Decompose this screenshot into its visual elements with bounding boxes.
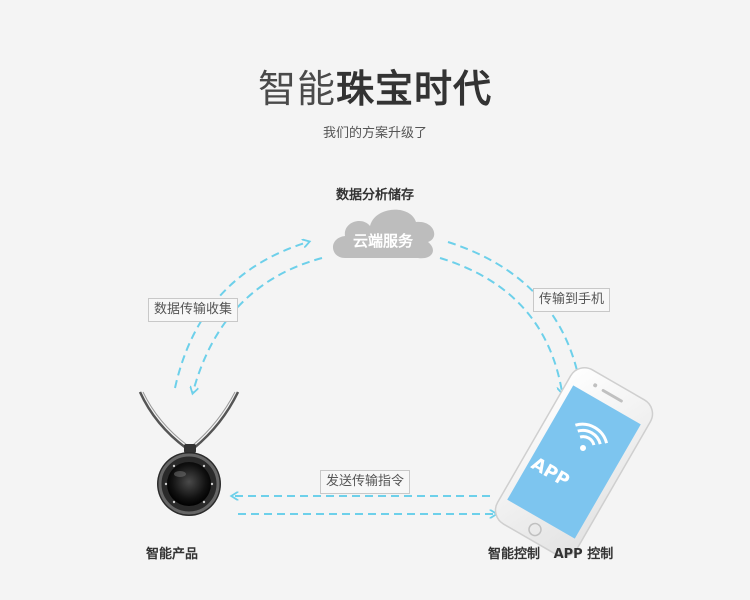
label-right: 传输到手机	[533, 288, 611, 312]
arrow-left-outer	[174, 242, 308, 389]
label-bottom: 发送传输指令	[320, 470, 411, 494]
cloud-caption: 数据分析储存	[336, 188, 415, 203]
cloud-label: 云端服务	[352, 232, 413, 250]
label-left: 数据传输收集	[148, 298, 239, 322]
phone-caption: 智能控制 APP 控制	[488, 547, 614, 562]
pendant-icon	[138, 391, 240, 516]
title-bold: 珠宝时代	[336, 67, 493, 111]
product-caption: 智能产品	[146, 547, 199, 562]
page-title: 智能珠宝时代	[0, 58, 750, 113]
cloud-icon	[332, 209, 435, 259]
arrow-right-inner	[439, 257, 562, 392]
arrow-left-inner	[193, 257, 323, 392]
arrow-right-outer	[447, 241, 580, 384]
title-light: 智能	[257, 67, 336, 111]
page-subtitle: 我们的方案升级了	[322, 126, 427, 141]
phone-icon	[494, 367, 654, 557]
